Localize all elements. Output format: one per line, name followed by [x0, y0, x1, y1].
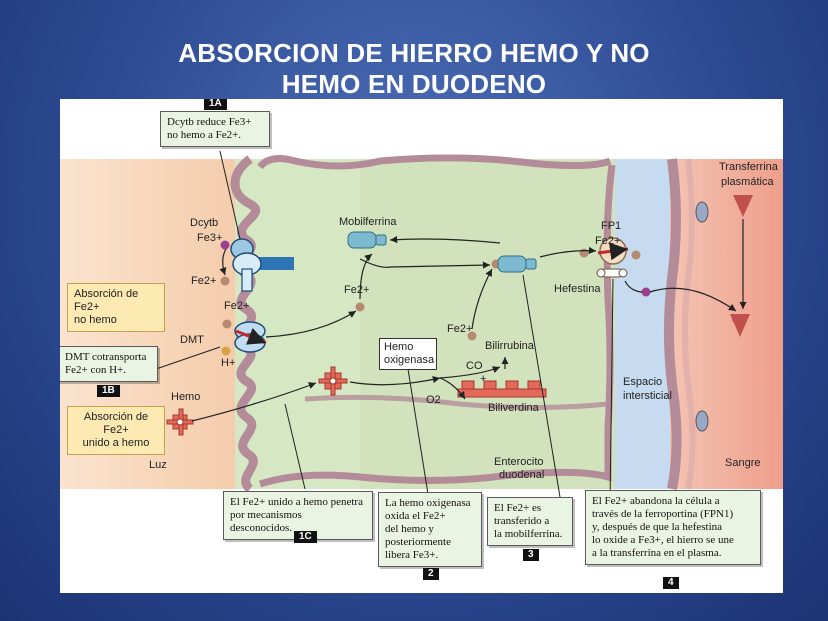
- biliverdin-molecule: [457, 380, 547, 398]
- box-absorcion-hemo: Absorción de Fe2+ unido a hemo: [67, 406, 165, 455]
- callout-tag-2: 2: [423, 568, 439, 580]
- title-line-2: HEMO EN DUODENO: [281, 69, 547, 99]
- blood-region: [670, 159, 783, 489]
- iron-fe2-dot: [579, 248, 589, 258]
- label-hefestina: Hefestina: [554, 283, 601, 295]
- label-o2: O2: [426, 394, 441, 406]
- label-intersticial: intersticial: [623, 390, 672, 402]
- callout-2: La hemo oxigenasa oxida el Fe2+ del hemo…: [378, 492, 482, 567]
- iron-fe3-dot: [220, 240, 230, 250]
- basolateral-membrane: [258, 164, 616, 488]
- callout-1a: Dcytb reduce Fe3+ no hemo a Fe2+.: [160, 111, 270, 147]
- label-luz: Luz: [149, 459, 167, 471]
- label-plus: +: [480, 373, 487, 385]
- label-fe2-dmt: Fe2+: [224, 300, 250, 312]
- iron-fe2-dot: [355, 302, 365, 312]
- label-dcytb: Dcytb: [190, 217, 219, 229]
- callout-tag-3: 3: [523, 549, 539, 561]
- label-transferrina: Transferrina: [719, 161, 778, 173]
- callout-tag-1b: 1B: [97, 385, 120, 397]
- title-line-1: ABSORCION DE HIERRO HEMO Y NO: [178, 38, 650, 68]
- ferroportin-fp1: [597, 237, 629, 265]
- endothelial-nucleus: [695, 201, 709, 223]
- callout-3: El Fe2+ es transferido a la mobilferrina…: [487, 497, 573, 546]
- mobilferrin-protein: [347, 231, 537, 273]
- leader-lines: [155, 150, 614, 505]
- transferrin-molecule: [733, 195, 753, 217]
- label-mobilferrina: Mobilferrina: [339, 216, 397, 228]
- label-sangre: Sangre: [725, 457, 761, 469]
- transferrin-molecule: [730, 314, 750, 337]
- label-fe2-heme: Fe2+: [447, 323, 473, 335]
- callout-4: El Fe2+ abandona la célula a través de l…: [585, 490, 761, 565]
- callout-1b: DMT cotransporta Fe2+ con H+.: [60, 346, 158, 382]
- iron-fe2-dot: [220, 276, 230, 286]
- flow-arrows: [191, 219, 747, 422]
- label-enterocito: Enterocito: [494, 456, 544, 468]
- cell-top-membrane: [257, 154, 612, 170]
- dmt-transporter: [234, 321, 267, 353]
- label-fe2-cytosol: Fe2+: [344, 284, 370, 296]
- iron-fe2-dot: [631, 250, 641, 260]
- diagram-figure: Dcytb Fe3+ Fe2+ Fe2+ DMT H+ Hemo Luz Fe2…: [60, 99, 783, 593]
- label-biliverdina: Biliverdina: [488, 402, 539, 414]
- label-duodenal: duodenal: [499, 469, 545, 481]
- label-espacio: Espacio: [623, 376, 663, 388]
- callout-tag-4: 4: [663, 577, 679, 589]
- label-hemo: Hemo: [171, 391, 201, 403]
- capillary-wall: [663, 158, 682, 490]
- iron-fe2-dot: [467, 331, 477, 341]
- label-fe3: Fe3+: [197, 232, 223, 244]
- label-dmt: DMT: [180, 334, 204, 346]
- slide-title: ABSORCION DE HIERRO HEMO Y NO HEMO EN DU…: [100, 38, 728, 100]
- endothelial-nucleus: [695, 410, 709, 432]
- hemo-oxigenasa-box: Hemo oxigenasa: [379, 338, 437, 370]
- callout-tag-1c: 1C: [294, 531, 317, 543]
- label-co: CO: [466, 360, 483, 372]
- label-plasmatica: plasmática: [721, 176, 774, 188]
- hephaestin-protein: [596, 268, 628, 278]
- label-fe2-lumen: Fe2+: [191, 275, 217, 287]
- label-fe2-fp1: Fe2+: [595, 235, 621, 247]
- heme-molecule: [166, 408, 194, 436]
- iron-fe2-dot: [222, 319, 232, 329]
- proton-dot: [221, 346, 231, 356]
- label-fp1: FP1: [601, 220, 622, 232]
- label-h-plus: H+: [221, 357, 236, 369]
- diagram-canvas: [60, 150, 783, 505]
- dcytb-protein: [230, 238, 294, 292]
- label-bilirrubina: Bilirrubina: [485, 340, 534, 352]
- callout-tag-1a: 1A: [204, 99, 227, 110]
- heme-molecule: [318, 366, 348, 396]
- iron-fe3-dot: [641, 287, 651, 297]
- box-absorcion-no-hemo: Absorción de Fe2+ no hemo: [67, 283, 165, 332]
